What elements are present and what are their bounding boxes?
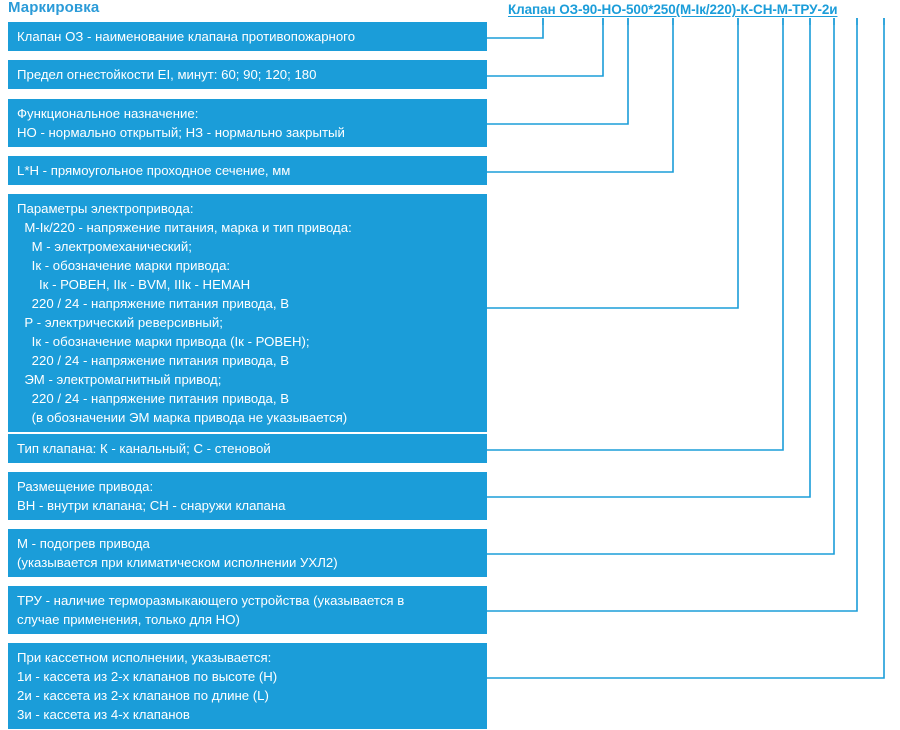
block-line: Тип клапана: К - канальный; С - стеновой: [17, 441, 271, 456]
block-line: 1и - кассета из 2-х клапанов по высоте (…: [17, 669, 278, 684]
block-line: При кассетном исполнении, указывается:: [17, 650, 272, 665]
marking-block-cross-section: L*H - прямоугольное проходное сечение, м…: [8, 156, 487, 185]
block-line: (в обозначении ЭМ марка привода не указы…: [17, 410, 348, 425]
block-line: Iк - обозначение марки привода:: [17, 258, 231, 273]
block-line: Параметры электропривода:: [17, 201, 194, 216]
block-line: Размещение привода:: [17, 479, 154, 494]
block-line: L*H - прямоугольное проходное сечение, м…: [17, 163, 291, 178]
marking-block-valve-type: Тип клапана: К - канальный; С - стеновой: [8, 434, 487, 463]
marking-block-drive-parameters: Параметры электропривода: М-Iк/220 - нап…: [8, 194, 487, 432]
block-line: Iк - РОВЕН, IIк - BVM, IIIк - НЕМАН: [17, 277, 251, 292]
block-line: ЭМ - электромагнитный привод;: [17, 372, 222, 387]
block-line: 3и - кассета из 4-х клапанов: [17, 707, 190, 722]
marking-block-fire-resistance: Предел огнестойкости EI, минут: 60; 90; …: [8, 60, 487, 89]
block-line: случае применения, только для НО): [17, 612, 240, 627]
block-line: Iк - обозначение марки привода (Iк - РОВ…: [17, 334, 310, 349]
block-line: 2и - кассета из 2-х клапанов по длине (L…: [17, 688, 269, 703]
marking-block-cassette-design: При кассетном исполнении, указывается: 1и…: [8, 643, 487, 729]
block-line: ТРУ - наличие терморазмыкающего устройст…: [17, 593, 405, 608]
block-line: М - подогрев привода: [17, 536, 150, 551]
block-line: 220 / 24 - напряжение питания привода, В: [17, 391, 290, 406]
marking-block-functional-purpose: Функциональное назначение: НО - нормально…: [8, 99, 487, 147]
block-line: Функциональное назначение:: [17, 106, 199, 121]
block-line: (указывается при климатическом исполнени…: [17, 555, 338, 570]
marking-block-valve-name: Клапан ОЗ - наименование клапана противо…: [8, 22, 487, 51]
marking-block-drive-heating: М - подогрев привода (указывается при кли…: [8, 529, 487, 577]
block-line: 220 / 24 - напряжение питания привода, В: [17, 296, 290, 311]
marking-block-drive-placement: Размещение привода: ВН - внутри клапана; …: [8, 472, 487, 520]
block-line: М - электромеханический;: [17, 239, 192, 254]
block-line: Р - электрический реверсивный;: [17, 315, 223, 330]
block-line: ВН - внутри клапана; СН - снаружи клапан…: [17, 498, 286, 513]
block-line: Предел огнестойкости EI, минут: 60; 90; …: [17, 67, 317, 82]
block-line: М-Iк/220 - напряжение питания, марка и т…: [17, 220, 352, 235]
block-line: 220 / 24 - напряжение питания привода, В: [17, 353, 290, 368]
marking-block-thermal-device: ТРУ - наличие терморазмыкающего устройст…: [8, 586, 487, 634]
block-line: Клапан ОЗ - наименование клапана противо…: [17, 29, 356, 44]
page-title: Маркировка: [8, 0, 100, 16]
block-line: НО - нормально открытый; НЗ - нормально …: [17, 125, 345, 140]
product-code-formula: Клапан ОЗ-90-НО-500*250(М-Iк/220)-К-СН-М…: [508, 2, 838, 17]
